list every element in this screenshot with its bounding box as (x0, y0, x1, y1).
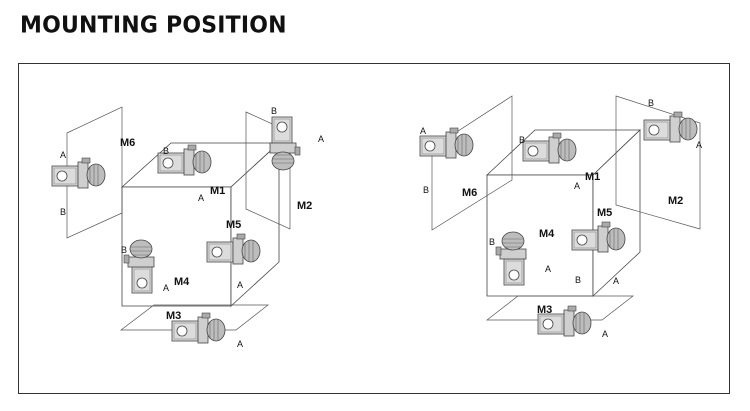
left-label-m2-b: B (271, 106, 277, 116)
right-label-m5-b: B (575, 275, 581, 285)
left-motor-m2 (269, 116, 301, 171)
left-label-m2-a: A (318, 134, 324, 144)
right-label-m1: M1 (585, 171, 600, 183)
right-label-m3-a: A (602, 329, 608, 339)
right-label-m2-a: A (696, 140, 702, 150)
right-mounting-diagram: M1 A B M2 A B M3 A M4 A B M5 A B M6 A B (419, 95, 702, 339)
right-label-m2-b: B (648, 98, 654, 108)
left-label-m1-b: B (163, 146, 169, 156)
left-label-m3: M3 (166, 310, 181, 322)
right-cube (485, 129, 641, 297)
right-label-m4-a: A (545, 264, 551, 274)
left-mounting-diagram: M1 A B M2 A B M3 A M4 A B M5 A M6 A B (51, 106, 324, 349)
right-label-m4-b: B (489, 237, 495, 247)
left-label-m4-a: A (163, 283, 169, 293)
right-label-m2: M2 (668, 195, 683, 207)
page-title: MOUNTING POSITION (20, 12, 287, 39)
right-label-m5-a: A (613, 276, 619, 286)
left-motor-m6 (51, 157, 106, 189)
left-label-m5: M5 (226, 219, 241, 231)
left-label-m5-a: A (237, 280, 243, 290)
right-label-m6-b: B (423, 185, 429, 195)
left-label-m6: M6 (120, 137, 135, 149)
left-label-m1: M1 (210, 185, 225, 197)
left-label-m4-b: B (121, 245, 127, 255)
left-label-m3-a: A (237, 339, 243, 349)
left-label-m6-b: B (60, 207, 66, 217)
right-label-m5: M5 (597, 207, 612, 219)
right-label-m6: M6 (462, 187, 477, 199)
right-label-m1-b: B (519, 135, 525, 145)
right-label-m6-a: A (420, 126, 426, 136)
right-motor-m6 (419, 127, 474, 159)
left-label-m2: M2 (297, 200, 312, 212)
left-label-m1-a: A (198, 193, 204, 203)
left-label-m6-a: A (60, 150, 66, 160)
right-motor-m2 (643, 111, 698, 143)
left-label-m4: M4 (174, 276, 190, 288)
right-label-m1-a: A (574, 181, 580, 191)
right-label-m4: M4 (539, 228, 555, 240)
right-label-m3: M3 (537, 304, 552, 316)
